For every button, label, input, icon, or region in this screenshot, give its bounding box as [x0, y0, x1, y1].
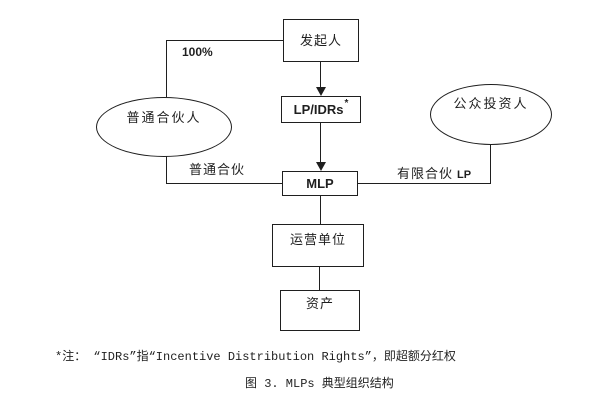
edge-sponsor-to-gp-horizontal-line: [166, 40, 283, 41]
footnote: *注： “IDRs”指“Incentive Distribution Right…: [55, 350, 456, 364]
public-investors-label: 公众投资人: [453, 96, 529, 111]
arrowhead-down-icon: [316, 162, 326, 171]
lp-idrs-box: LP/IDRs *: [281, 96, 361, 123]
arrowhead-down-icon: [316, 87, 326, 96]
general-partner-label: 普通合伙人: [126, 109, 202, 125]
edge-sponsor-to-gp-vertical-line: [166, 40, 167, 97]
sponsor-box: 发起人: [283, 19, 359, 62]
edge-mlp-to-operating-line: [320, 196, 321, 224]
assets-label: 资产: [305, 296, 334, 311]
sponsor-label: 发起人: [299, 32, 342, 48]
public-investors-ellipse: 公众投资人: [430, 84, 552, 145]
lp-idrs-label: LP/IDRs: [293, 102, 344, 117]
assets-box: 资产: [280, 290, 360, 331]
footnote-asterisk-marker: *: [344, 98, 350, 109]
limited-partnership-abbr-label: LP: [457, 169, 472, 181]
edge-public-investors-to-mlp-line: [358, 183, 491, 184]
edge-lpidrs-to-mlp-arrow-line: [320, 123, 321, 164]
mlp-box: MLP: [282, 171, 358, 196]
edge-sponsor-to-lpidrs-arrow-line: [320, 62, 321, 89]
mlp-label: MLP: [306, 176, 334, 191]
edge-gp-down-vertical-line: [166, 156, 167, 184]
edge-gp-to-mlp-horizontal-line: [166, 183, 282, 184]
general-partnership-edge-label: 普通合伙: [189, 162, 246, 177]
operating-unit-box: 运营单位: [272, 224, 364, 267]
ownership-percentage-label: 100%: [182, 45, 213, 59]
edge-operating-to-assets-line: [319, 267, 320, 290]
edge-public-investors-down-line: [490, 145, 491, 184]
general-partner-ellipse: 普通合伙人: [96, 97, 232, 157]
operating-unit-label: 运营单位: [289, 231, 346, 247]
figure-caption: 图 3. MLPs 典型组织结构: [245, 377, 394, 391]
limited-partnership-cn-label: 有限合伙: [397, 166, 454, 181]
